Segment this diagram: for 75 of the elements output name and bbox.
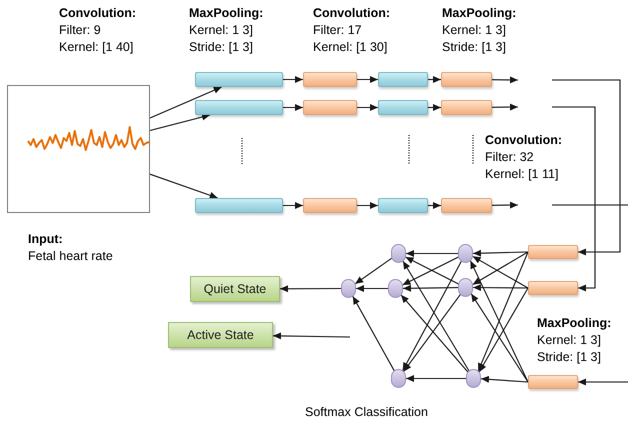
arrow [356, 285, 388, 292]
layer-block [303, 72, 357, 87]
layer-parameter: Kernel: 1 3] [537, 332, 601, 349]
arrow [283, 202, 303, 209]
arrow [357, 202, 378, 209]
arrow [492, 104, 518, 111]
arrow [478, 252, 528, 372]
layer-block [303, 100, 357, 115]
arrow [428, 76, 441, 83]
layer-block [195, 72, 283, 87]
arrow [428, 202, 441, 209]
layer-block [303, 198, 357, 213]
layer-block [528, 245, 578, 259]
layer-parameter: Stride: [1 3] [537, 349, 601, 366]
arrow [470, 260, 528, 382]
arrow [352, 296, 395, 371]
arrow [283, 104, 303, 111]
arrow [492, 76, 518, 84]
layer-heading: MaxPooling: [537, 315, 612, 332]
layer-heading: Convolution: [485, 132, 562, 149]
arrow [472, 250, 528, 257]
layer-heading: MaxPooling: [189, 5, 264, 22]
arrow [400, 294, 468, 372]
arrow [552, 79, 621, 256]
arrow [357, 104, 378, 111]
layer-block [378, 72, 428, 87]
arrow [492, 202, 518, 209]
arrow [406, 375, 466, 382]
layer-parameter: Kernel: 1 3] [189, 22, 253, 39]
layer-block [528, 375, 578, 389]
arrow [280, 285, 341, 292]
arrow [428, 104, 441, 111]
layer-parameter: Kernel: [1 30] [313, 39, 388, 56]
layer-parameter: Filter: 32 [485, 149, 534, 166]
layer-heading: Convolution: [313, 5, 390, 22]
arrow [406, 250, 458, 257]
layer-block [441, 72, 492, 87]
layer-parameter: Kernel: [1 40] [59, 39, 134, 56]
arrow [480, 376, 528, 383]
layer-parameter: Stride: [1 3] [442, 39, 506, 56]
layer-heading: Convolution: [59, 5, 136, 22]
layer-block [378, 100, 428, 115]
arrow [473, 284, 528, 292]
arrow [150, 86, 222, 118]
input-description: Fetal heart rate [28, 248, 113, 265]
layer-block [441, 198, 492, 213]
layer-parameter: Stride: [1 3] [189, 39, 253, 56]
arrow [470, 293, 528, 382]
layer-block [195, 100, 283, 115]
arrow [403, 284, 458, 292]
output-box [168, 322, 273, 348]
layer-parameter: Filter: 17 [313, 22, 362, 39]
arrow [478, 288, 528, 372]
layer-block [528, 281, 578, 295]
arrow [150, 174, 218, 199]
arrow [552, 204, 628, 386]
layer-block [195, 198, 283, 213]
layer-block [441, 100, 492, 115]
output-box [190, 276, 280, 302]
state-label: Active State [187, 326, 254, 344]
section-caption: Softmax Classification [305, 404, 428, 421]
arrow [354, 258, 392, 284]
arrow [273, 332, 350, 340]
layer-parameter: Kernel: [1 11] [485, 166, 558, 183]
layer-parameter: Kernel: 1 3] [442, 22, 506, 39]
arrow [357, 76, 378, 83]
state-label: Quiet State [204, 280, 266, 298]
layer-heading: MaxPooling: [442, 5, 516, 22]
layer-parameter: Filter: 9 [59, 22, 101, 39]
layer-block [378, 198, 428, 213]
arrow [283, 76, 303, 83]
arrow [150, 114, 210, 132]
input-heading: Input: [28, 231, 63, 248]
arrow [403, 294, 461, 372]
arrow [552, 106, 596, 292]
